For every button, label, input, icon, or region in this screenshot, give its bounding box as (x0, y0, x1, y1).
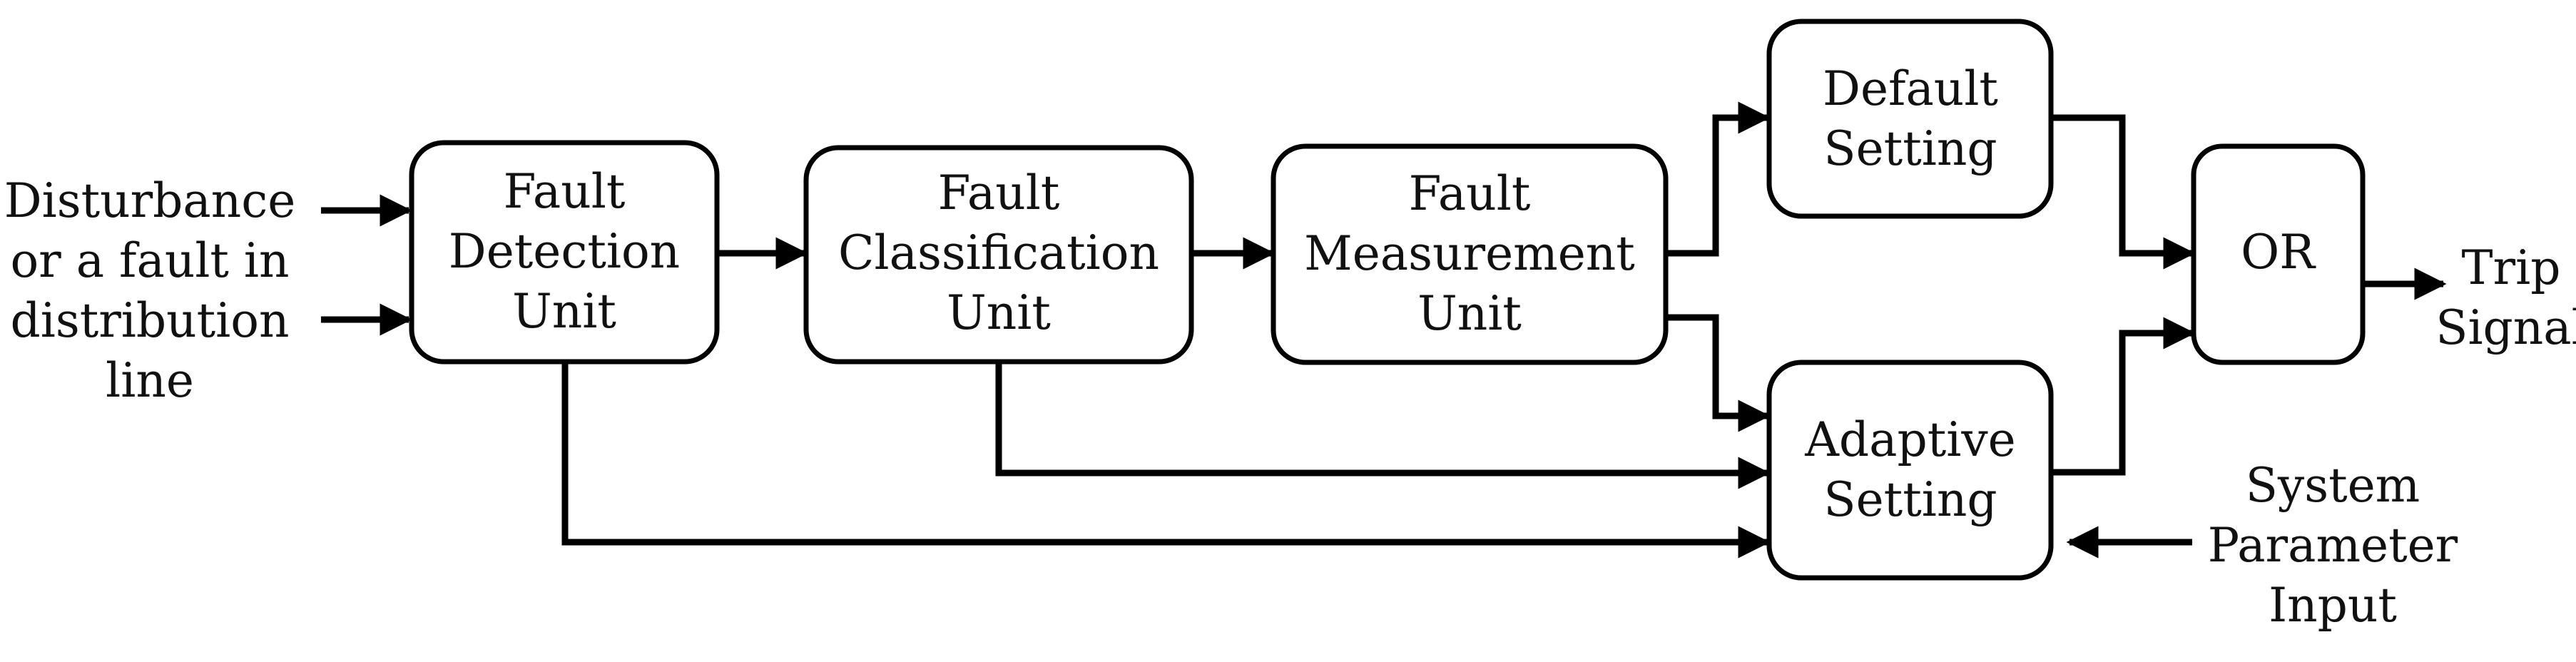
trip-signal-label: Trip Signal (2435, 240, 2576, 355)
fault-classification-box (803, 145, 1194, 365)
or-gate-box (2191, 143, 2366, 365)
arrow-measurement-to-default (1666, 101, 1771, 257)
default-setting-box (1766, 19, 2054, 219)
adaptive-setting-box (1766, 360, 2054, 581)
fault-detection-label: Fault Detection Unit (448, 164, 681, 339)
connectors (321, 101, 2447, 559)
arrow-default-to-or (2051, 114, 2196, 270)
fault-classification-label: Fault Classification Unit (838, 166, 1160, 340)
fault-measurement-box (1271, 143, 1669, 365)
fault-detection-box (409, 140, 720, 365)
default-setting-label: Default Setting (1823, 61, 1998, 176)
arrow-measurement-to-adaptive (1666, 314, 1771, 432)
arrow-adaptive-to-or (2051, 317, 2196, 476)
fault-measurement-label: Fault Measurement Unit (1304, 166, 1635, 341)
arrow-detection-to-adaptive (561, 362, 1771, 559)
arrow-classification-to-adaptive (995, 362, 1771, 489)
adaptive-setting-label: Adaptive Setting (1805, 412, 2016, 527)
or-gate-label: OR (2241, 225, 2315, 280)
disturbance-input-label: Disturbance or a fault in distribution l… (4, 173, 296, 408)
system-parameter-input-label: System Parameter Input (2207, 458, 2458, 633)
